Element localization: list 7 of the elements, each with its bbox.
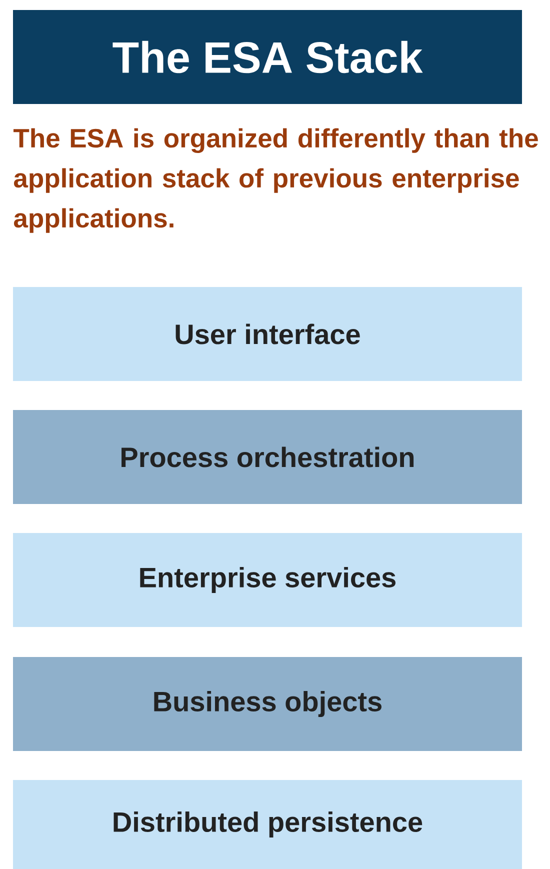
layer-box: Process orchestration — [13, 410, 522, 504]
layer-box: Distributed persistence — [13, 780, 522, 869]
layer-box: Enterprise services — [13, 533, 522, 627]
subtitle: The ESA is organized differently than the application stack of previous enterprise applications. — [14, 128, 538, 233]
layer-box: User interface — [13, 287, 522, 381]
title-banner: The ESA Stack — [13, 10, 522, 104]
layer-box: Business objects — [13, 657, 522, 751]
